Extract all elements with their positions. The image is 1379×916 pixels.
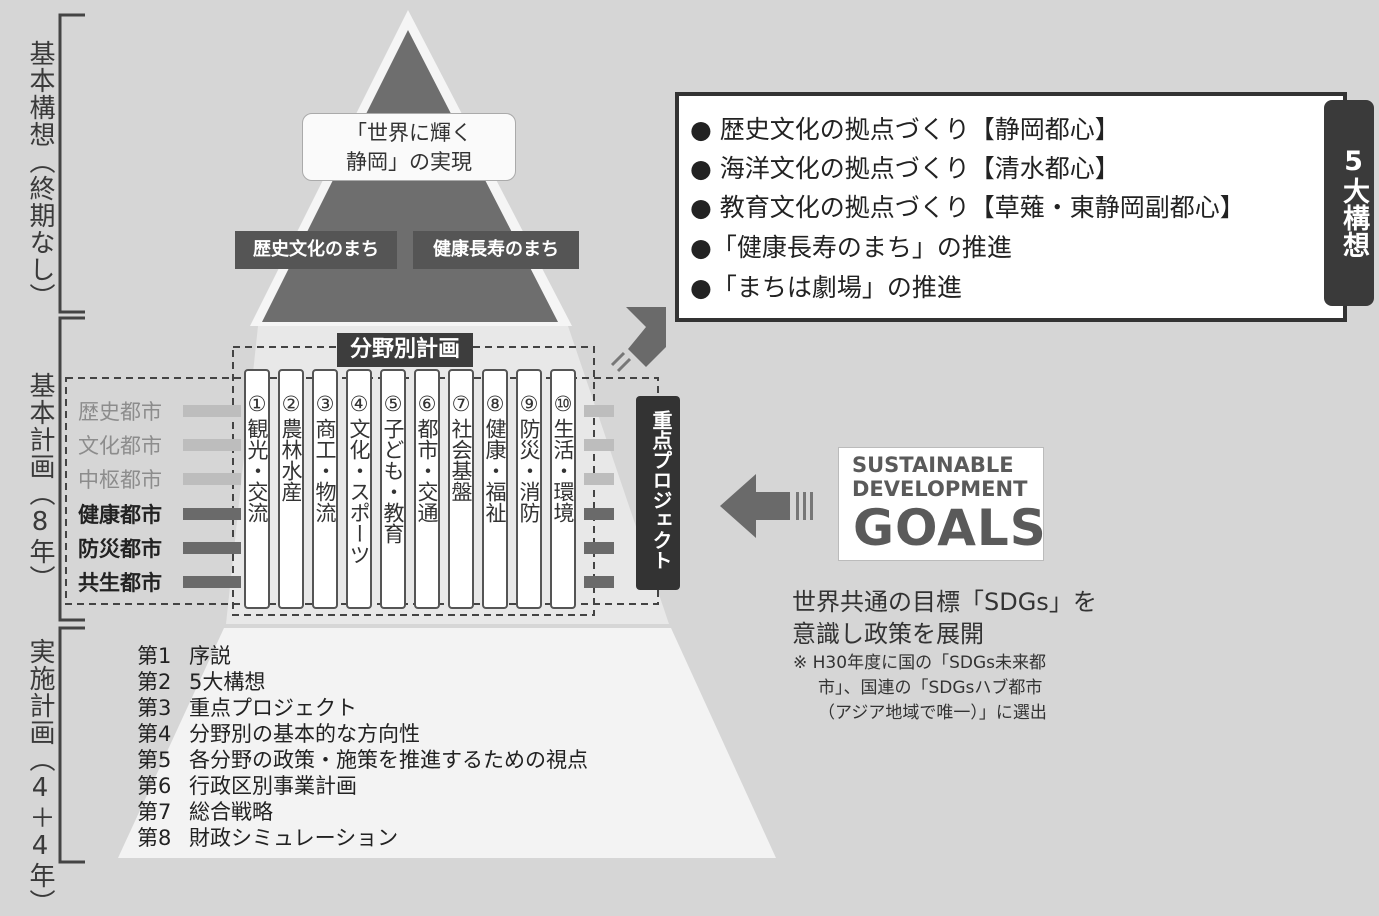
sdgs-note-line3: （アジア地域で唯一）」に選出 — [818, 703, 1047, 723]
field-column — [278, 369, 304, 609]
field-num: ④ — [349, 392, 369, 416]
five-concepts-tab: 5大構想 — [1324, 100, 1374, 306]
vision-line1: 「世界に輝く — [346, 121, 472, 145]
field-column — [244, 369, 270, 609]
chapter-num: 第6 — [137, 774, 172, 798]
chapter-title: 5大構想 — [189, 670, 266, 694]
field-column — [346, 369, 372, 609]
field-label: 都市・交通 — [415, 418, 439, 523]
city-label: 文化都市 — [78, 434, 162, 458]
field-column — [516, 369, 542, 609]
chapter-item: 第8 財政シミュレーション — [137, 825, 398, 851]
pyramid-bottom — [118, 628, 776, 858]
tag-rekishi-bunka: 歴史文化のまち — [235, 231, 397, 269]
field-label: 社会基盤 — [449, 418, 473, 502]
chapter-num: 第2 — [137, 670, 172, 694]
vision-box: 「世界に輝く 静岡」の実現 — [302, 113, 516, 181]
concept-item: ● 海洋文化の拠点づくり【清水都心】 — [690, 154, 1120, 183]
sdgs-logo-line1: SUSTAINABLE — [852, 453, 1014, 477]
priority-project-label: 重点プロジェクト — [649, 410, 673, 570]
chapter-item: 第7 総合戦略 — [137, 799, 273, 825]
chapter-num: 第7 — [137, 800, 172, 824]
label-kihon-keikaku: 基本計画（8年） — [25, 372, 55, 592]
chapter-item: 第4 分野別の基本的な方向性 — [137, 721, 420, 747]
city-label: 中枢都市 — [78, 468, 162, 492]
field-num: ② — [281, 392, 301, 416]
chapter-num: 第1 — [137, 644, 172, 668]
sdgs-caption-line2: 意識し政策を展開 — [792, 620, 984, 648]
bracket-kihon-kousou — [58, 13, 85, 314]
concept-item: ●「まちは劇場」の推進 — [690, 273, 962, 302]
field-num: ① — [247, 392, 267, 416]
label-kihon-kousou: 基本構想（終期なし） — [25, 40, 55, 310]
vision-line2: 静岡」の実現 — [346, 150, 472, 174]
chapter-item: 第3 重点プロジェクト — [137, 695, 357, 721]
sdgs-logo-line2: DEVELOPMENT — [852, 477, 1028, 501]
tag-kenkou-choju: 健康長寿のまち — [413, 231, 579, 269]
field-num: ⑤ — [383, 392, 403, 416]
chapter-item: 第2 5大構想 — [137, 669, 265, 695]
field-num: ⑧ — [485, 392, 505, 416]
city-label: 歴史都市 — [78, 400, 162, 424]
field-plan-title: 分野別計画 — [337, 333, 473, 367]
field-label: 農林水産 — [279, 418, 303, 502]
chapter-num: 第8 — [137, 826, 172, 850]
chapter-title: 行政区別事業計画 — [189, 774, 357, 798]
sdgs-logo — [838, 447, 1044, 561]
field-column — [312, 369, 338, 609]
field-label: 文化・スポーツ — [347, 418, 371, 565]
five-concepts-tab-label: 5大構想 — [1338, 146, 1369, 258]
chapter-title: 総合戦略 — [189, 800, 273, 824]
field-label: 子ども・教育 — [381, 418, 405, 544]
field-column — [482, 369, 508, 609]
field-column — [550, 369, 576, 609]
sdgs-caption-line1: 世界共通の目標「SDGs」を — [792, 588, 1097, 616]
bracket-jisshi-keikaku — [58, 626, 85, 864]
chapter-item: 第6 行政区別事業計画 — [137, 773, 357, 799]
chapter-num: 第4 — [137, 722, 172, 746]
field-label: 商工・物流 — [313, 418, 337, 523]
chapter-item: 第1 序説 — [137, 643, 231, 669]
field-label: 防災・消防 — [517, 418, 541, 523]
chapter-num: 第5 — [137, 748, 172, 772]
chapter-title: 財政シミュレーション — [189, 826, 399, 850]
city-label: 共生都市 — [78, 571, 162, 595]
field-num: ⑥ — [417, 392, 437, 416]
city-label: 防災都市 — [78, 537, 162, 561]
arrow-up-right-icon — [610, 307, 666, 373]
concept-item: ● 教育文化の拠点づくり【草薙・東静岡副都心】 — [690, 193, 1245, 222]
field-num: ③ — [315, 392, 335, 416]
chapter-title: 分野別の基本的な方向性 — [189, 722, 420, 746]
concept-item: ● 歴史文化の拠点づくり【静岡都心】 — [690, 115, 1120, 144]
bracket-kihon-keikaku — [58, 316, 85, 622]
field-column — [414, 369, 440, 609]
field-label: 健康・福祉 — [483, 418, 507, 523]
sdgs-logo-line3: GOALS — [853, 499, 1047, 557]
field-column — [380, 369, 406, 609]
city-label: 健康都市 — [78, 503, 162, 527]
field-num: ⑩ — [553, 392, 573, 416]
concept-item: ●「健康長寿のまち」の推進 — [690, 233, 1012, 262]
city-bars — [183, 405, 614, 588]
field-label: 観光・交流 — [245, 418, 269, 523]
sdgs-note-line2: 市」、国連の「SDGsハブ都市 — [818, 678, 1043, 698]
field-num: ⑨ — [519, 392, 539, 416]
field-label: 生活・環境 — [551, 418, 575, 523]
five-concepts-box — [675, 92, 1347, 322]
sdgs-note-line1: ※ H30年度に国の「SDGs未来都 — [793, 653, 1046, 673]
arrow-left-icon — [720, 474, 813, 538]
field-column — [448, 369, 474, 609]
chapter-title: 重点プロジェクト — [189, 696, 357, 720]
label-jisshi-keikaku: 実施計画（4＋4年） — [25, 638, 55, 916]
chapter-num: 第3 — [137, 696, 172, 720]
chapter-title: 序説 — [189, 644, 231, 668]
priority-project-box: 重点プロジェクト — [636, 396, 680, 590]
chapter-title: 各分野の政策・施策を推進するための視点 — [189, 748, 588, 772]
sdgs-goals-text: GOALS — [853, 499, 1047, 557]
field-num: ⑦ — [451, 392, 471, 416]
chapter-item: 第5 各分野の政策・施策を推進するための視点 — [137, 747, 588, 773]
